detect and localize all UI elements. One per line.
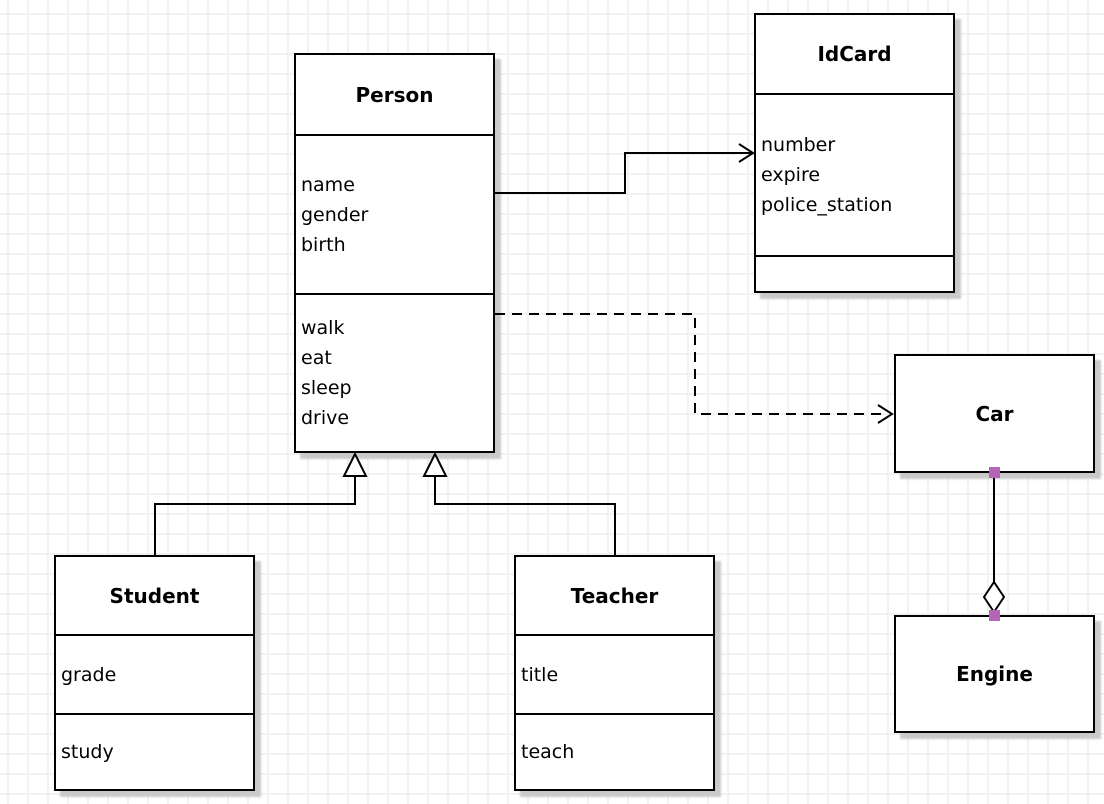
attribute-line: gender <box>301 203 369 226</box>
open-arrowhead-icon <box>877 404 894 424</box>
method-line: sleep <box>301 377 352 399</box>
connector-association-person-idcard[interactable] <box>495 152 751 194</box>
class-title-idcard: IdCard <box>756 15 953 95</box>
class-box-engine[interactable]: Engine <box>894 615 1095 733</box>
class-methods-teacher[interactable]: teach <box>516 715 713 789</box>
class-box-idcard[interactable]: IdCard number expire police_station <box>754 13 955 293</box>
method-line: teach <box>521 741 575 763</box>
attribute-line: grade <box>61 663 117 686</box>
open-arrowhead-icon <box>738 143 755 163</box>
class-box-student[interactable]: Student grade study <box>54 555 255 791</box>
class-title-teacher: Teacher <box>516 557 713 636</box>
method-line: study <box>61 741 114 763</box>
attribute-line: expire <box>761 164 821 186</box>
connector-generalization-teacher-person[interactable] <box>434 476 616 555</box>
attribute-line: number <box>761 134 836 156</box>
class-title-student: Student <box>56 557 253 636</box>
class-methods-person[interactable]: walk eat sleep drive <box>296 295 493 451</box>
class-title-engine: Engine <box>956 662 1033 686</box>
method-line: drive <box>301 407 350 429</box>
class-box-car[interactable]: Car <box>894 354 1095 473</box>
class-methods-idcard[interactable] <box>756 257 953 291</box>
class-attributes-person[interactable]: name gender birth <box>296 136 493 295</box>
class-title-car: Car <box>975 401 1014 426</box>
attribute-line: name <box>301 173 355 196</box>
attribute-line: birth <box>301 233 346 256</box>
class-title-person: Person <box>296 55 493 136</box>
generalization-triangle-icon <box>422 451 448 477</box>
attribute-line: title <box>521 663 559 686</box>
method-line: walk <box>301 317 345 339</box>
class-attributes-teacher[interactable]: title <box>516 636 713 715</box>
generalization-triangle-icon <box>342 451 368 477</box>
class-box-teacher[interactable]: Teacher title teach <box>514 555 715 791</box>
attribute-line: police_station <box>761 194 893 216</box>
class-attributes-idcard[interactable]: number expire police_station <box>756 95 953 257</box>
method-line: eat <box>301 347 332 369</box>
class-methods-student[interactable]: study <box>56 715 253 789</box>
class-attributes-student[interactable]: grade <box>56 636 253 715</box>
class-box-person[interactable]: Person name gender birth walk eat sleep … <box>294 53 495 453</box>
connector-dependency-person-car[interactable] <box>495 313 887 415</box>
connector-generalization-student-person[interactable] <box>154 476 356 555</box>
aggregation-diamond-icon <box>982 580 1006 614</box>
